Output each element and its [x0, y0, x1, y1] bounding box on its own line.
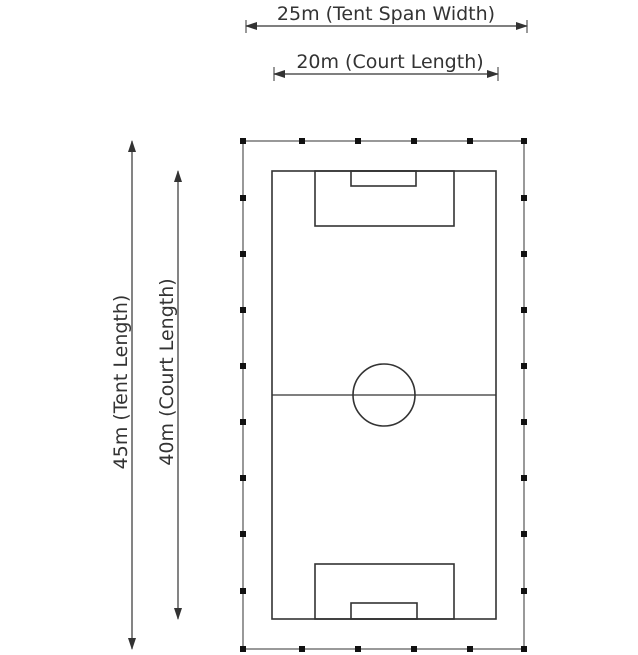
tent-post — [521, 531, 527, 537]
tent-post — [467, 646, 473, 652]
tent-post — [467, 138, 473, 144]
tent-post — [521, 588, 527, 594]
tent-post — [521, 646, 527, 652]
tent-posts — [240, 138, 527, 652]
tent-post — [521, 307, 527, 313]
tent-length-label: 45m (Tent Length) — [110, 295, 132, 470]
tent-post — [411, 138, 417, 144]
tent-post — [521, 251, 527, 257]
tent-post — [240, 363, 246, 369]
center-circle — [352, 363, 416, 427]
tent-post — [240, 307, 246, 313]
tent-post — [411, 646, 417, 652]
bottom-penalty-area — [314, 563, 455, 620]
tent-width-dimension: 25m (Tent Span Width) — [245, 3, 528, 33]
tent-post — [240, 531, 246, 537]
tent-post — [240, 138, 246, 144]
court-width-label: 20m (Court Length) — [296, 51, 483, 73]
tent-post — [521, 195, 527, 201]
top-goal-area — [350, 170, 417, 187]
tent-post — [355, 138, 361, 144]
tent-post — [240, 475, 246, 481]
court-length-dimension: 40m (Court Length) — [156, 170, 182, 620]
tent-post — [355, 646, 361, 652]
court — [271, 170, 497, 620]
tent-post — [240, 646, 246, 652]
tent-post — [240, 588, 246, 594]
tent-post — [521, 363, 527, 369]
tent-post — [299, 646, 305, 652]
tent-outline — [242, 140, 525, 650]
tent-width-label: 25m (Tent Span Width) — [277, 3, 495, 25]
top-penalty-area — [314, 170, 455, 227]
tent-post — [240, 251, 246, 257]
tent-post — [521, 475, 527, 481]
tent-post — [521, 419, 527, 425]
tent-post — [299, 138, 305, 144]
tent-length-dimension: 45m (Tent Length) — [110, 140, 136, 650]
tent-post — [240, 195, 246, 201]
tent-post — [240, 419, 246, 425]
court-width-dimension: 20m (Court Length) — [273, 51, 499, 81]
tent-post — [521, 138, 527, 144]
bottom-goal-area — [350, 602, 418, 620]
court-length-label: 40m (Court Length) — [156, 278, 178, 465]
